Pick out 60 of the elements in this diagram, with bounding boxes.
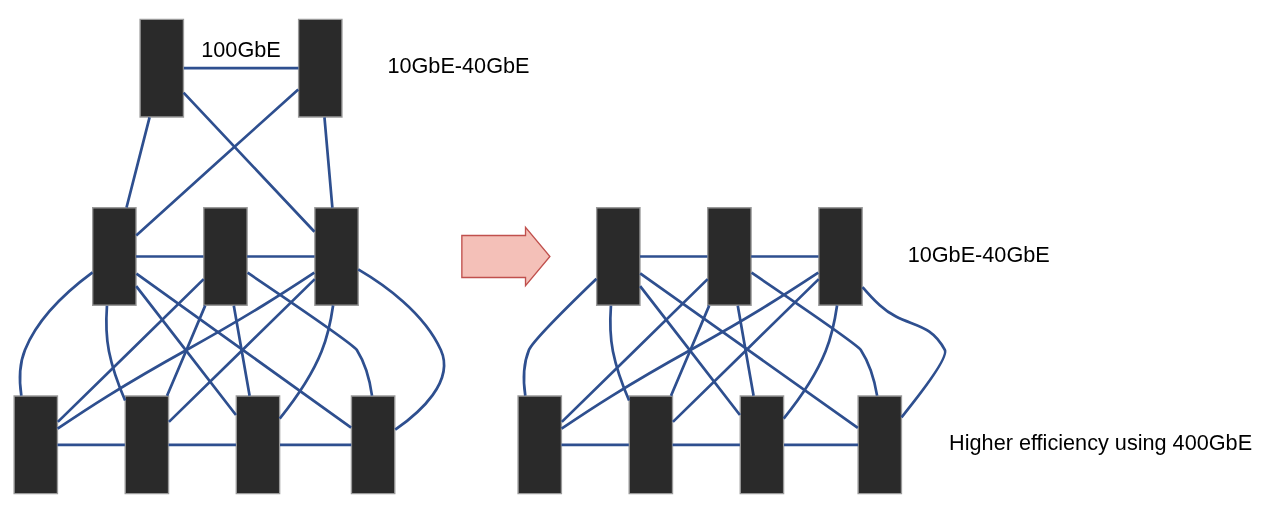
node-box <box>595 206 641 306</box>
node-box <box>314 206 359 306</box>
connector <box>357 267 446 431</box>
node-box <box>707 206 752 306</box>
connector <box>182 91 316 233</box>
connector <box>736 304 755 396</box>
node-box <box>739 394 785 494</box>
connector <box>135 87 300 236</box>
connector <box>560 277 709 423</box>
connector <box>522 277 598 396</box>
connector <box>640 254 708 258</box>
connector <box>165 304 207 396</box>
connector <box>751 254 819 258</box>
connector <box>861 285 947 418</box>
connector <box>135 284 238 416</box>
connector <box>136 254 204 258</box>
node-box <box>13 394 59 494</box>
connector <box>280 442 352 446</box>
connector <box>168 277 316 423</box>
node-arrow <box>461 225 551 287</box>
connector <box>750 271 879 396</box>
node-box <box>203 206 248 306</box>
connector <box>135 272 352 429</box>
connector <box>246 271 374 396</box>
connector <box>323 116 334 208</box>
node-box <box>235 394 281 494</box>
node-box <box>818 206 863 306</box>
connector <box>232 304 251 396</box>
node-box <box>857 394 903 494</box>
label: Higher efficiency using 400GbE <box>949 429 1253 455</box>
connector <box>639 284 741 416</box>
node-box <box>124 394 170 494</box>
connector <box>125 116 151 208</box>
connector <box>669 304 711 396</box>
node-box <box>628 394 674 494</box>
connector <box>57 442 125 446</box>
node-box <box>92 206 137 306</box>
connector <box>183 66 299 70</box>
connector <box>168 442 236 446</box>
node-box <box>517 394 563 494</box>
connector <box>671 277 820 423</box>
connector <box>782 304 839 419</box>
label: 10GbE-40GbE <box>387 52 530 78</box>
connector <box>609 305 631 401</box>
connector <box>18 270 94 396</box>
node-box <box>350 394 396 494</box>
edge-label: 100GbE <box>201 36 281 62</box>
connector <box>56 277 205 423</box>
connector <box>105 305 127 401</box>
connector <box>639 271 859 429</box>
label: 10GbE-40GbE <box>907 241 1050 267</box>
connector <box>560 271 819 430</box>
connector <box>247 254 315 258</box>
connector <box>784 442 859 446</box>
node-box <box>139 18 185 118</box>
node-box <box>297 18 343 118</box>
connector <box>672 442 740 446</box>
connector <box>561 442 629 446</box>
connector <box>56 271 316 430</box>
connector <box>278 304 335 419</box>
